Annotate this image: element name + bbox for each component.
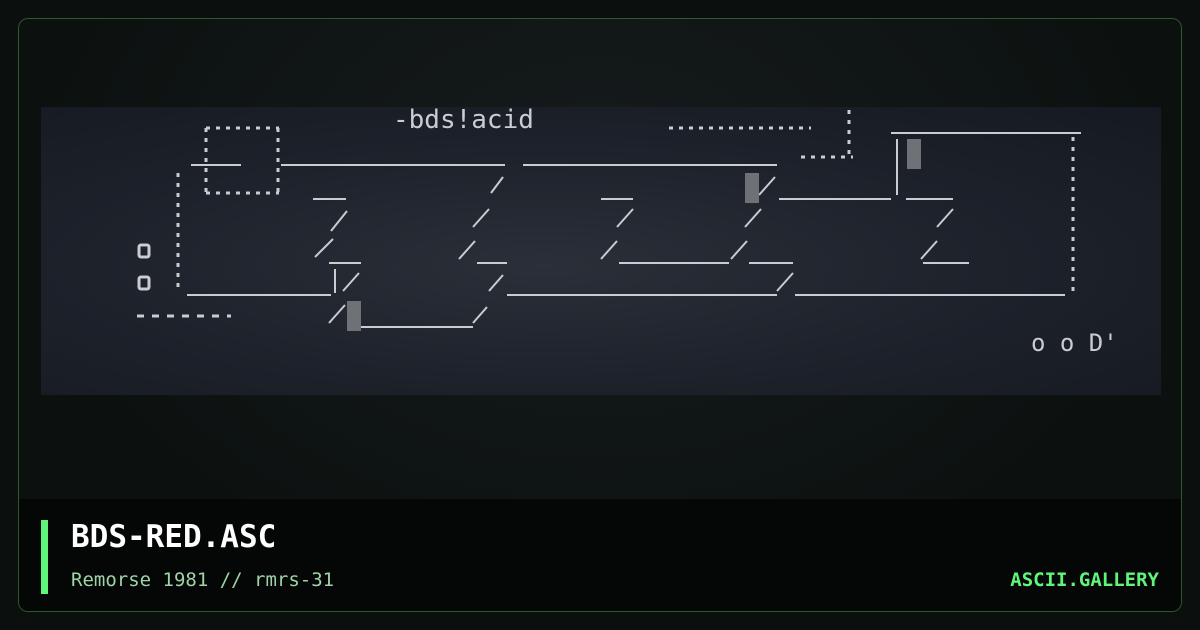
art-header-text: -bds!acid (393, 107, 534, 135)
site-brand-link[interactable]: ASCII.GALLERY (1010, 569, 1159, 591)
art-footer-text: o o D' (1031, 329, 1118, 357)
ascii-art-drawing (137, 110, 1081, 331)
card-frame: -bds!acid o o D' BDS-RED.ASC Remorse 198… (18, 18, 1182, 612)
accent-bar (41, 520, 48, 594)
caption-bar: BDS-RED.ASC Remorse 1981 // rmrs-31 ASCI… (19, 499, 1181, 611)
artwork-title: BDS-RED.ASC (71, 519, 277, 555)
ascii-art-preview[interactable]: -bds!acid o o D' (41, 107, 1161, 395)
artwork-subtitle: Remorse 1981 // rmrs-31 (71, 569, 335, 591)
